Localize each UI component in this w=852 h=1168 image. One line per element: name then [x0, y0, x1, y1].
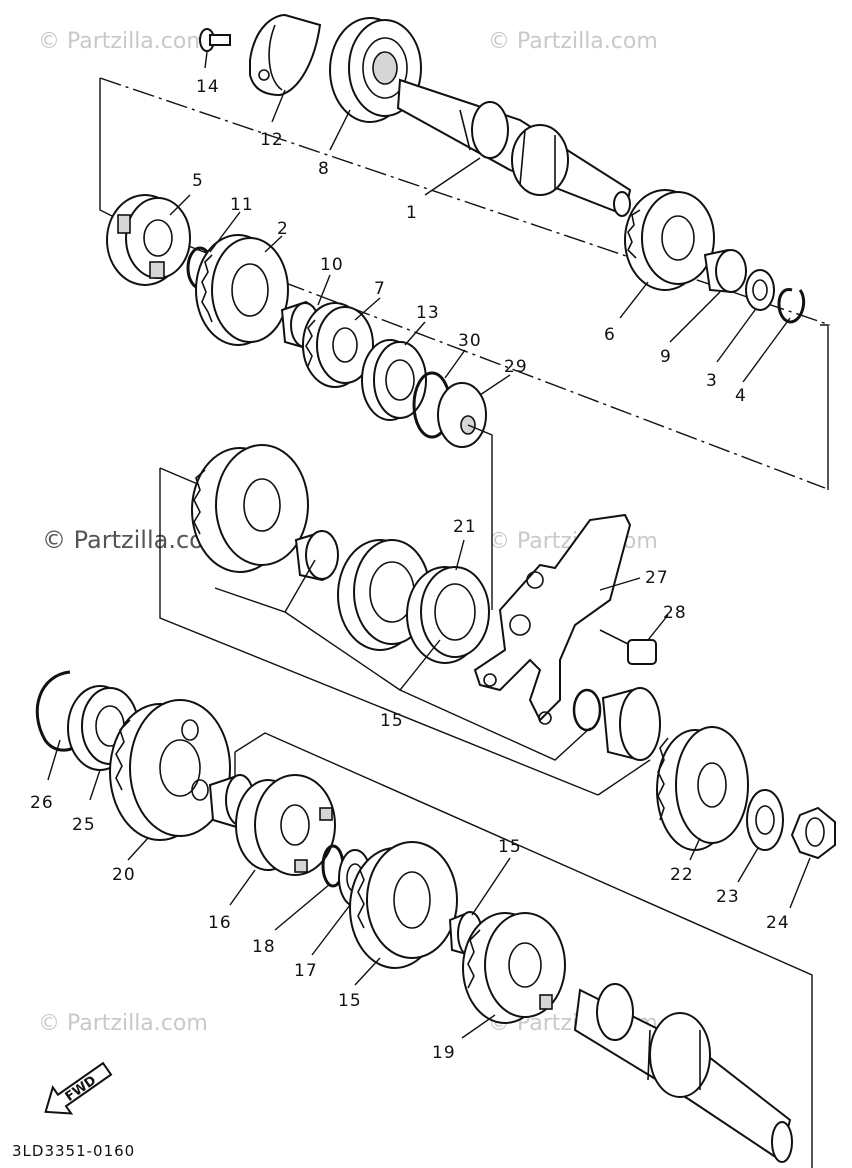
label-28: 27 [645, 568, 669, 588]
label-15: 15 [380, 711, 404, 731]
label-4: 4 [735, 386, 747, 406]
label-20: 19 [432, 1043, 456, 1063]
part-20-gear [462, 912, 566, 1024]
part-15-collar [601, 686, 661, 762]
main-shaft-group [99, 13, 831, 610]
label-13: 13 [416, 303, 440, 323]
part-14-screw [199, 28, 231, 52]
label-15-lower: 15 [498, 837, 522, 857]
label-27: 26 [30, 793, 54, 813]
leader-line [820, 324, 829, 490]
part-labels: 14 12 8 1 5 11 2 10 7 13 30 29 6 9 3 4 2… [30, 77, 790, 1063]
label-6: 6 [604, 325, 616, 345]
label-24: 23 [716, 887, 740, 907]
part-13-bearing [361, 339, 427, 421]
part-12-bearing-plate [249, 13, 322, 97]
leader-line [159, 468, 599, 796]
part-21-gear [109, 699, 231, 841]
label-17: 16 [208, 913, 232, 933]
part-22-oil-seal [406, 566, 490, 664]
part-30-cap [437, 382, 487, 448]
label-3: 3 [706, 371, 718, 391]
leader-line [597, 759, 651, 796]
leader-line [99, 78, 121, 221]
label-23: 22 [670, 865, 694, 885]
label-14: 14 [196, 77, 220, 97]
part-28-bracket [473, 513, 632, 725]
part-23-gear [656, 726, 749, 851]
label-12: 12 [260, 130, 284, 150]
diagram-code: 3LD3351-0160 [12, 1142, 135, 1160]
part-16-gear [349, 841, 458, 969]
label-31: 30 [458, 331, 482, 351]
watermark: © Partzilla.com [488, 29, 658, 54]
label-8: 8 [318, 159, 330, 179]
watermark: © Partzilla.com [38, 1011, 208, 1036]
part-27-circlip [35, 670, 84, 752]
middle-group [159, 444, 661, 796]
label-10: 10 [320, 255, 344, 275]
part-15-gear-large [191, 444, 309, 573]
part-15-bushing [294, 530, 339, 582]
part-24-lock-washer [746, 789, 784, 851]
label-leaders [47, 51, 811, 1039]
label-26: 25 [72, 815, 96, 835]
leader-line [159, 467, 201, 486]
part-1-main-shaft [396, 78, 632, 217]
watermark: © Partzilla.com [38, 29, 208, 54]
label-30: 29 [504, 357, 528, 377]
leader-line [467, 424, 493, 610]
label-2: 2 [277, 219, 289, 239]
label-11: 11 [230, 195, 254, 215]
part-7-gear [302, 302, 374, 388]
label-7: 7 [374, 279, 386, 299]
part-6-gear [624, 189, 715, 291]
label-25: 24 [766, 913, 790, 933]
label-16: 15 [338, 991, 362, 1011]
part-3-washer [745, 269, 775, 311]
label-1: 1 [406, 203, 418, 223]
label-22: 21 [453, 517, 477, 537]
part-9-bushing [703, 248, 747, 294]
part-5-gear [106, 194, 191, 286]
drive-shaft [573, 983, 793, 1163]
label-5: 5 [192, 171, 204, 191]
label-29: 28 [663, 603, 687, 623]
part-4-circlip [777, 288, 806, 324]
part-25-nut [790, 806, 836, 860]
part-2-gear [195, 234, 289, 346]
label-9: 9 [660, 347, 672, 367]
part-17-gear [235, 774, 336, 876]
part-29-bolt [599, 629, 657, 665]
label-21: 20 [112, 865, 136, 885]
fwd-arrow: FWD [44, 1061, 113, 1115]
label-19: 18 [252, 937, 276, 957]
drive-shaft-group [35, 670, 836, 1168]
part-15-o-ring [572, 688, 602, 732]
label-18: 17 [294, 961, 318, 981]
leader-line [234, 732, 813, 1168]
